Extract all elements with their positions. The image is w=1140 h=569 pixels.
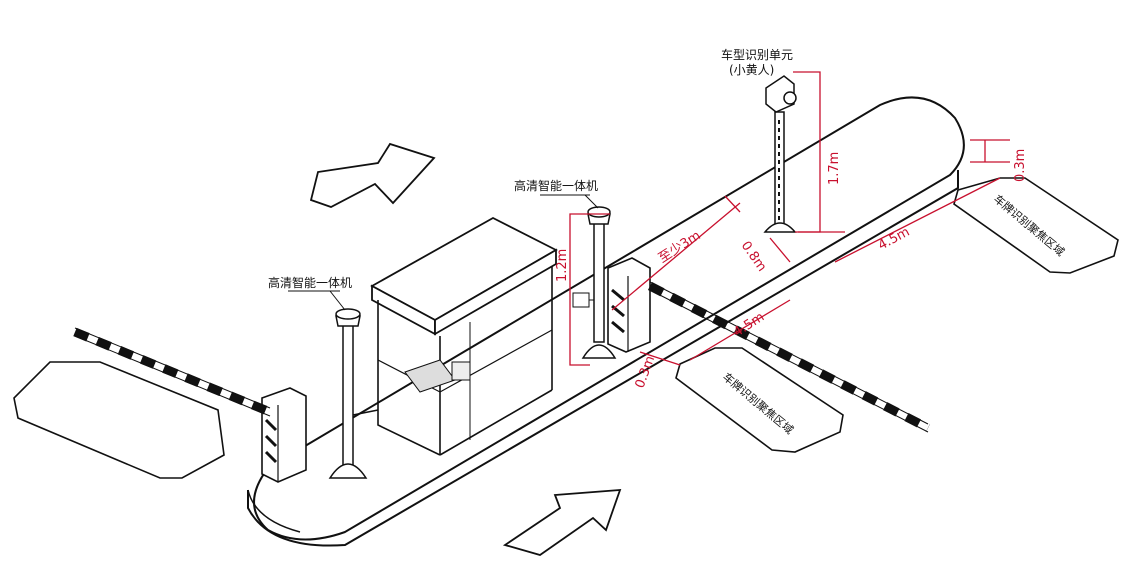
display-screen-icon (572, 292, 590, 308)
island-curb (247, 170, 959, 547)
barrier-left (73, 327, 307, 483)
focus-zone-left (13, 361, 225, 479)
barrier-right (607, 257, 931, 433)
camera-pole-left (328, 308, 379, 479)
camera-label-left: 高清智能一体机 (268, 275, 352, 290)
direction-arrow-entry (502, 488, 622, 556)
toll-booth (370, 216, 558, 456)
direction-arrow-exit (309, 142, 436, 208)
dimension-focus-exit: 4.5m (876, 225, 912, 254)
dimension-pole-height: 1.7m (827, 152, 842, 185)
dimension-lines (569, 71, 1010, 366)
dimension-camera-height: 1.2m (555, 249, 570, 282)
camera-label-mid: 高清智能一体机 (514, 178, 598, 193)
dimension-curb-offset: 0.3m (1013, 149, 1028, 182)
dimension-focus-entry: 4.5m (731, 310, 767, 341)
focus-zone-exit (953, 177, 1119, 274)
recognition-unit-label: 车型识别单元 (721, 47, 793, 62)
camera-pole-mid (572, 206, 617, 359)
focus-zone-entry (675, 347, 844, 453)
recognition-unit-pole (763, 75, 797, 233)
recognition-unit-sublabel: (小黄人) (729, 63, 774, 77)
camera-lens-icon (783, 91, 797, 105)
